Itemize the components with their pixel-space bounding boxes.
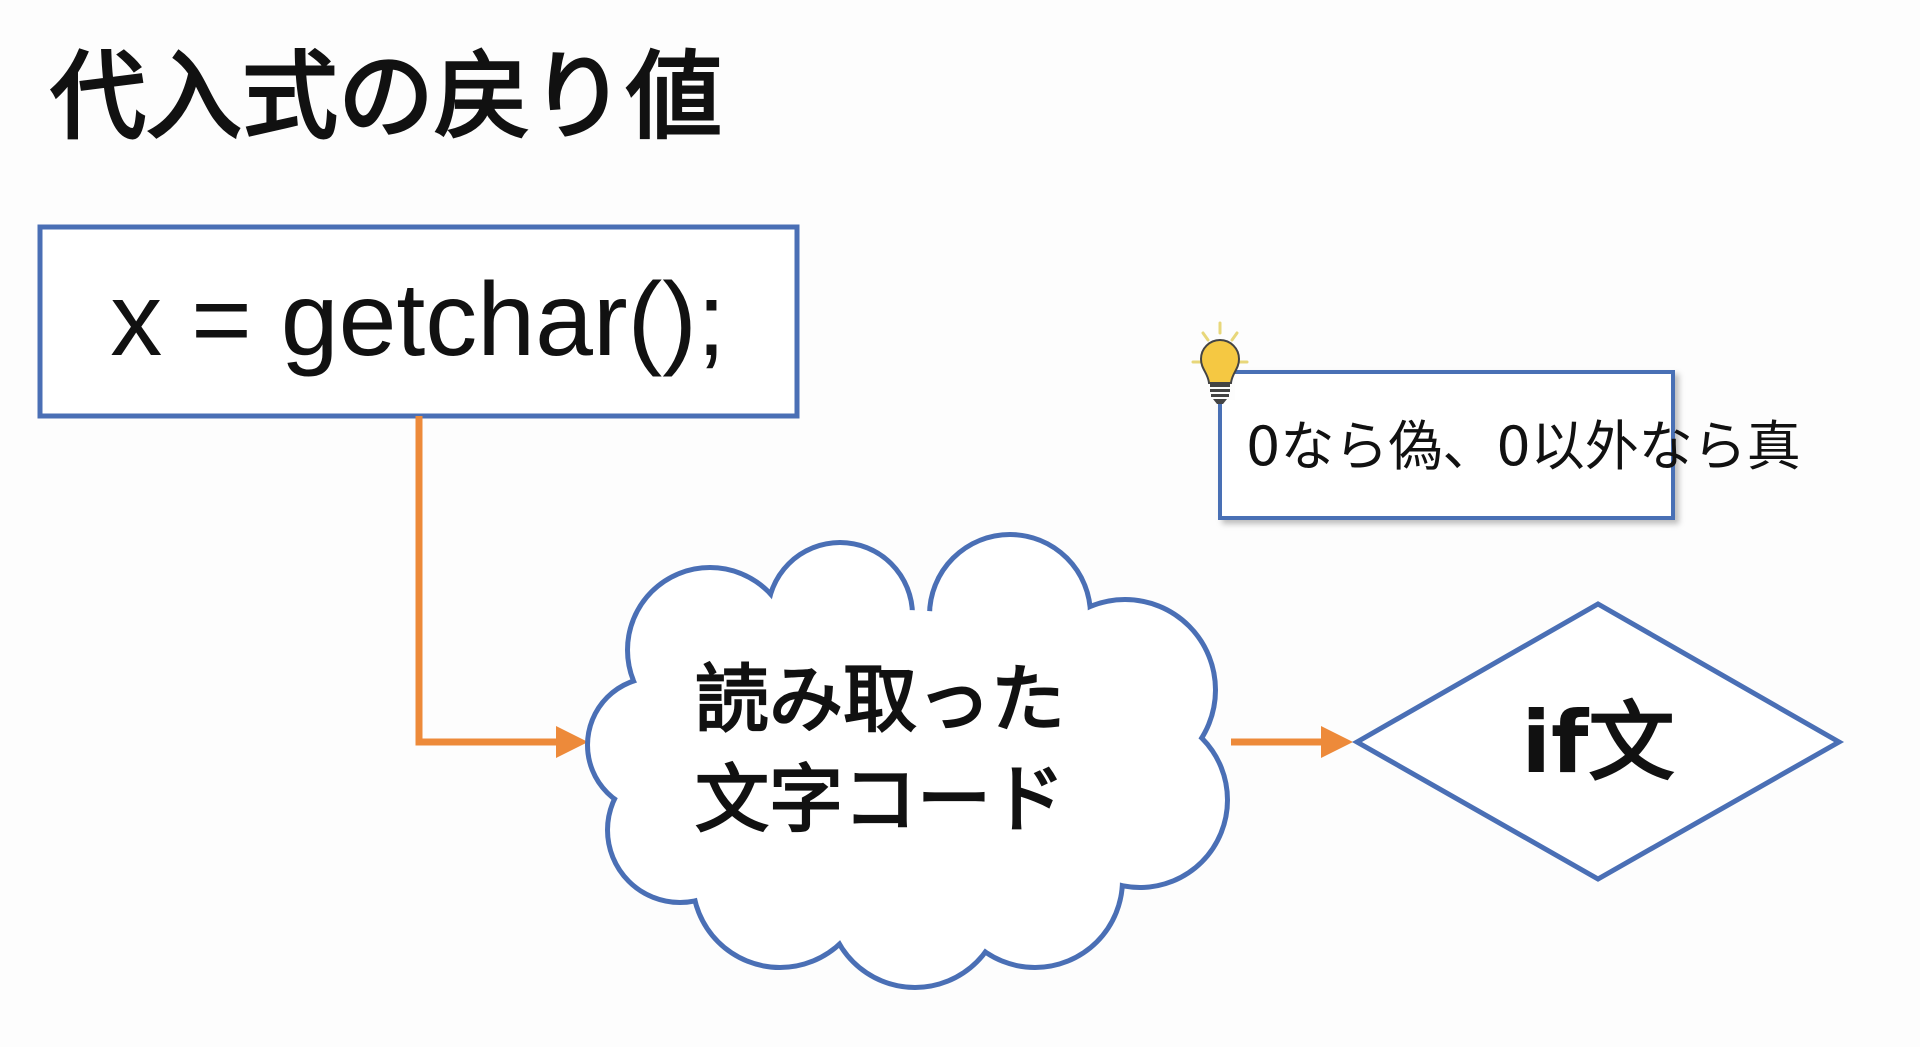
arrow-to-cloud xyxy=(415,416,588,758)
arrow-to-if xyxy=(1231,726,1353,758)
if-text: if文 xyxy=(1522,693,1675,793)
code-box: x = getchar(); xyxy=(37,224,800,419)
note-text: 0なら偽、0以外なら真 xyxy=(1246,415,1801,478)
note-box: 0なら偽、0以外なら真 xyxy=(1218,370,1801,520)
lightbulb-icon xyxy=(1191,321,1249,404)
slide-title: 代入式の戻り値 xyxy=(49,41,722,153)
cloud-line-2: 文字コード xyxy=(695,757,1065,843)
if-diamond: if文 xyxy=(1351,601,1845,882)
cloud-shape: 読み取った 文字コード xyxy=(585,532,1230,990)
cloud-line-1: 読み取った xyxy=(695,657,1065,743)
code-text: x = getchar(); xyxy=(110,262,726,378)
